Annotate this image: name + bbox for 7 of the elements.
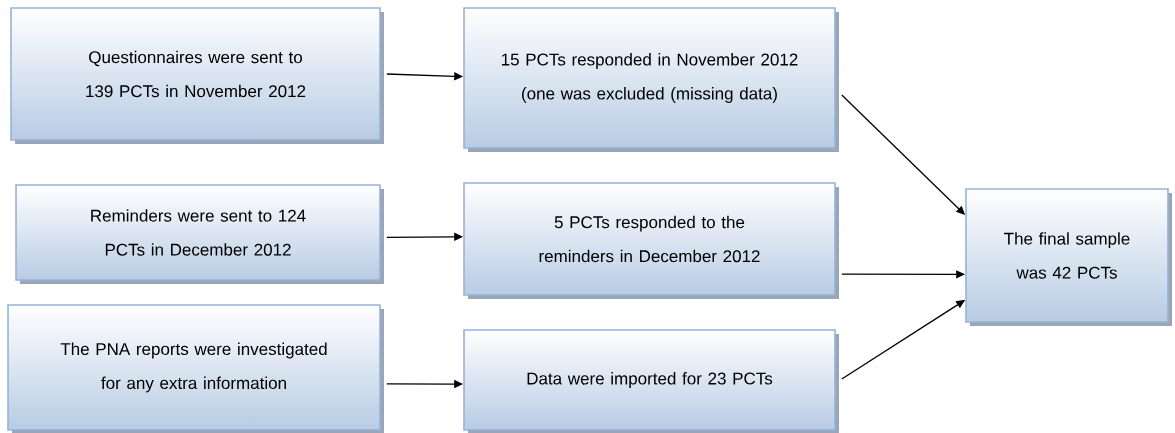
process-box: Questionnaires were sent to 139 PCTs in November 2012 [10, 7, 384, 144]
process-box: Data were imported for 23 PCTs [463, 329, 839, 433]
process-box: 15 PCTs responded in November 2012 (one was excluded (missing data) [463, 7, 839, 152]
process-box: 5 PCTs responded to the reminders in December 2012 [463, 182, 839, 299]
process-box: Reminders were sent to 124 PCTs in December 2012 [15, 184, 384, 284]
process-box: The final sample was 42 PCTs [965, 188, 1172, 326]
process-box: The PNA reports were investigated for any extra information [7, 304, 384, 433]
